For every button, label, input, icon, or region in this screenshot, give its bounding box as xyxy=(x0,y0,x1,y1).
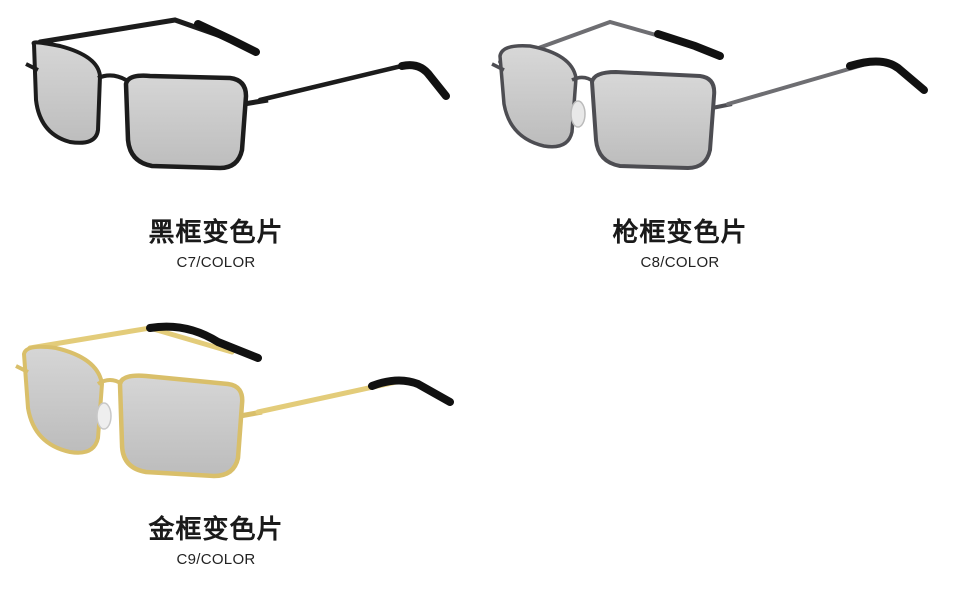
product-color-code: C9/COLOR xyxy=(176,551,256,568)
product-color-code: C8/COLOR xyxy=(640,254,720,271)
product-name: 枪框变色片 xyxy=(612,218,748,248)
product-name: 金框变色片 xyxy=(148,515,284,545)
product-gold-frame: 金框变色片 C9/COLOR xyxy=(0,300,480,595)
sunglasses-black-image xyxy=(25,17,450,171)
product-gunmetal-frame: 枪框变色片 C8/COLOR xyxy=(480,0,960,300)
sunglasses-gunmetal-image xyxy=(491,19,928,171)
sunglasses-gold-image xyxy=(15,322,454,479)
product-black-frame: 黑框变色片 C7/COLOR xyxy=(0,0,480,300)
product-color-code: C7/COLOR xyxy=(176,254,256,271)
product-name: 黑框变色片 xyxy=(148,218,284,248)
